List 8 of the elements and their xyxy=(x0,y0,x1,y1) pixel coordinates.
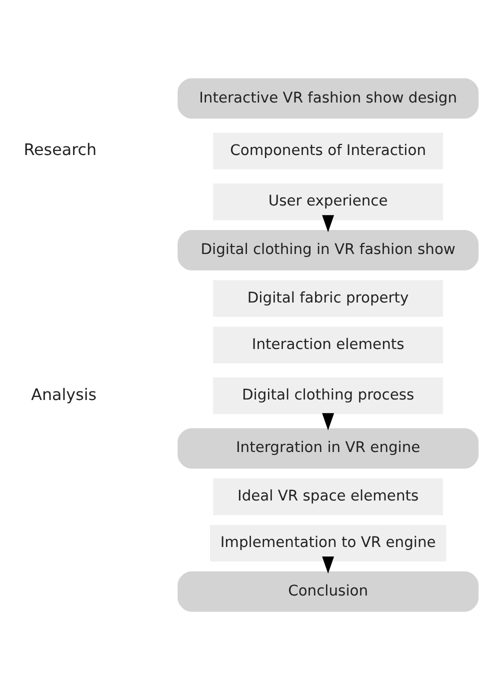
label: Research xyxy=(24,140,97,159)
node-box: Intergration in VR engine xyxy=(178,428,479,468)
arrow xyxy=(322,556,334,574)
node-box: Conclusion xyxy=(178,570,479,612)
node-box: Interactive VR fashion show design xyxy=(178,78,479,118)
arrow xyxy=(322,214,334,232)
label: Analysis xyxy=(31,384,97,404)
node-box: Digital clothing in VR fashion show xyxy=(178,230,479,270)
